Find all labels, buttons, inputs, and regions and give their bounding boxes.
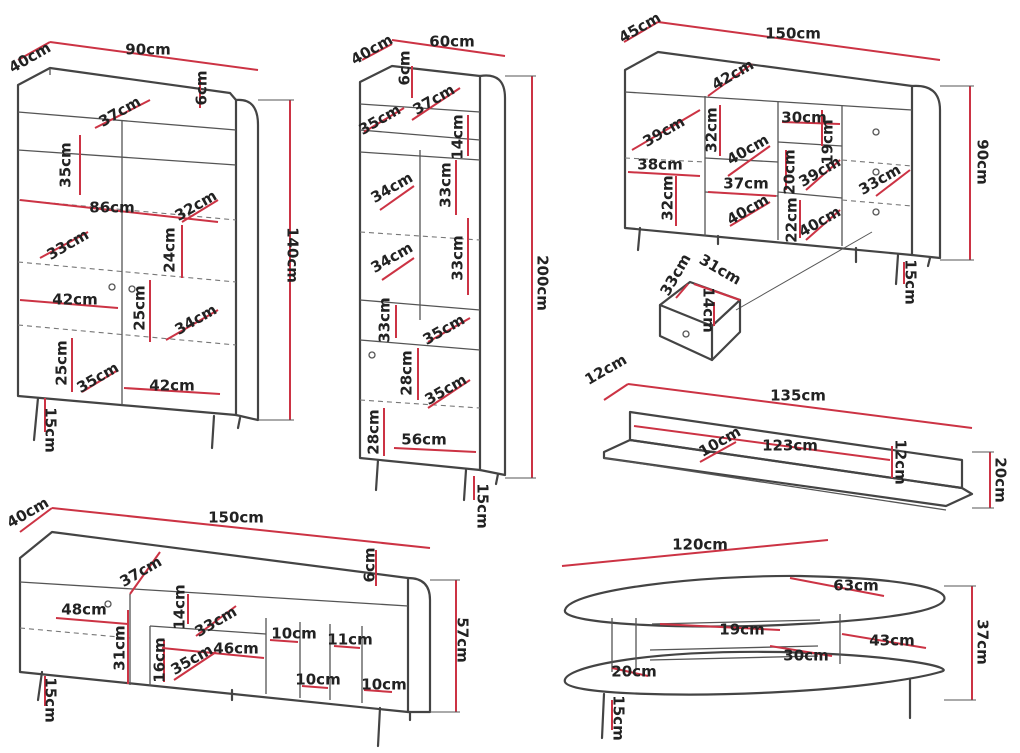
dimension-label: 86cm (89, 199, 134, 217)
dimension-label: 14cm (449, 114, 467, 159)
dimension-label: 19cm (719, 621, 764, 639)
dimension-label: 14cm (700, 287, 718, 332)
dimension-label: 37cm (117, 552, 165, 590)
dimension-label: 37cm (974, 619, 992, 664)
tv-stand-drawing (18, 507, 460, 748)
dimension-label: 22cm (783, 197, 801, 242)
dimension-label: 56cm (401, 431, 446, 449)
tall-cabinet-drawing (358, 39, 536, 502)
dimension-label: 35cm (74, 358, 122, 396)
dimension-label: 15cm (902, 259, 920, 304)
dimension-label: 11cm (327, 631, 372, 649)
dimension-label: 19cm (819, 119, 837, 164)
dimension-label: 10cm (271, 625, 316, 643)
dimension-label: 15cm (42, 407, 60, 452)
dimension-label: 34cm (172, 300, 220, 338)
dimension-label: 42cm (52, 291, 97, 309)
dimension-label: 35cm (422, 370, 470, 408)
dimension-label: 12cm (582, 350, 630, 388)
dimension-label: 63cm (833, 577, 878, 595)
dimension-label: 25cm (131, 285, 149, 330)
dimension-label: 140cm (284, 227, 302, 283)
dimension-label: 25cm (53, 340, 71, 385)
dimension-label: 200cm (534, 255, 552, 311)
dimension-label: 35cm (168, 640, 216, 678)
dimension-label: 15cm (42, 677, 60, 722)
dimension-label: 37cm (410, 80, 458, 118)
dimension-label: 33cm (376, 297, 394, 342)
dimension-label: 40cm (724, 190, 772, 228)
dimension-label: 14cm (171, 584, 189, 629)
dimension-label: 30cm (783, 647, 828, 665)
dimension-label: 90cm (125, 41, 170, 59)
dimension-label: 35cm (57, 142, 75, 187)
dimension-label: 32cm (659, 175, 677, 220)
dimension-label: 20cm (611, 663, 656, 681)
dimension-label: 123cm (762, 437, 818, 455)
dimension-label: 15cm (610, 695, 628, 740)
dimension-label: 33cm (44, 225, 92, 263)
dimension-label: 46cm (213, 640, 258, 658)
highboard-drawing (16, 41, 294, 450)
dimension-label: 60cm (429, 33, 474, 51)
sideboard-drawing (623, 21, 974, 362)
dimension-label: 38cm (637, 156, 682, 174)
dimension-label: 33cm (656, 251, 694, 299)
dimension-label: 31cm (111, 625, 129, 670)
dimension-label: 6cm (193, 71, 211, 106)
dimension-label: 57cm (454, 617, 472, 662)
dimension-label: 40cm (348, 30, 396, 68)
dimension-label: 30cm (781, 109, 826, 127)
dimension-label: 48cm (61, 601, 106, 619)
dimension-label: 10cm (295, 671, 340, 689)
dimension-label: 150cm (208, 509, 264, 527)
dimension-label: 40cm (796, 202, 844, 240)
dimension-label: 16cm (151, 637, 169, 682)
dimension-label: 37cm (96, 92, 144, 130)
dimension-label: 32cm (703, 107, 721, 152)
dimension-label: 43cm (869, 632, 914, 650)
dimension-label: 28cm (398, 350, 416, 395)
dimension-label: 33cm (449, 235, 467, 280)
coffee-table-drawing (561, 539, 976, 740)
dimension-label: 20cm (992, 457, 1010, 502)
dimension-label: 10cm (361, 676, 406, 694)
wall-shelf-drawing (602, 383, 994, 511)
dimension-label: 37cm (723, 175, 768, 193)
dimension-label: 150cm (765, 25, 821, 43)
dimension-label: 33cm (192, 602, 240, 640)
dimension-label: 15cm (474, 483, 492, 528)
dimension-label: 33cm (437, 162, 455, 207)
dimension-label: 34cm (368, 238, 416, 276)
dimension-label: 20cm (781, 149, 799, 194)
dimension-label: 24cm (161, 227, 179, 272)
dimension-label: 39cm (640, 112, 688, 150)
dimension-label: 90cm (974, 139, 992, 184)
dimension-label: 6cm (361, 548, 379, 583)
dimension-label: 6cm (396, 51, 414, 86)
dimension-label: 31cm (696, 250, 744, 288)
dimension-label: 120cm (672, 536, 728, 554)
dimension-label: 135cm (770, 387, 826, 405)
dimension-label: 45cm (616, 8, 664, 46)
dimension-label: 42cm (149, 377, 194, 395)
dimension-label: 35cm (420, 310, 468, 348)
dimension-label: 12cm (892, 439, 910, 484)
dimension-label: 28cm (365, 409, 383, 454)
